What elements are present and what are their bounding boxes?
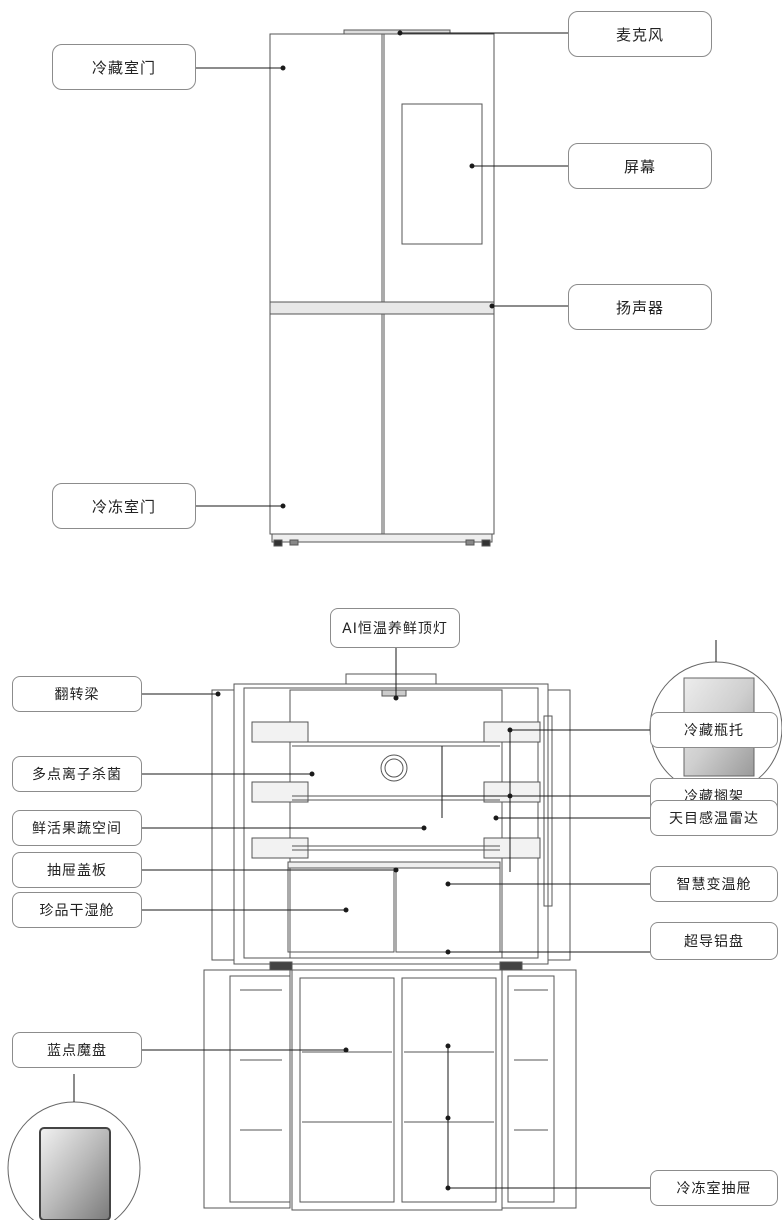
label-ion-sterilize: 多点离子杀菌 <box>12 756 142 792</box>
label-screen: 屏幕 <box>568 143 712 189</box>
blue-plate-zoom <box>7 1101 141 1220</box>
label-blue-plate: 蓝点魔盘 <box>12 1032 142 1068</box>
label-freezer-drawer: 冷冻室抽屉 <box>650 1170 778 1206</box>
label-microphone: 麦克风 <box>568 11 712 57</box>
label-al-plate: 超导铝盘 <box>650 922 778 960</box>
label-flip-beam: 翻转梁 <box>12 676 142 712</box>
label-fridge-door: 冷藏室门 <box>52 44 196 90</box>
label-freezer-door: 冷冻室门 <box>52 483 196 529</box>
label-bottle-holder: 冷藏瓶托 <box>650 712 778 748</box>
label-drawer-cover: 抽屉盖板 <box>12 852 142 888</box>
label-fresh-space: 鲜活果蔬空间 <box>12 810 142 846</box>
fridge-open-view <box>203 673 577 1211</box>
label-speaker: 扬声器 <box>568 284 712 330</box>
label-dry-wet-chamber: 珍品干湿舱 <box>12 892 142 928</box>
label-radar: 天目感温雷达 <box>650 800 778 836</box>
fridge-front-view <box>269 29 495 547</box>
label-ai-lamp: AI恒温养鲜顶灯 <box>330 608 460 648</box>
screen-panel <box>401 103 483 245</box>
leader-lines <box>73 30 717 1191</box>
label-smart-chamber: 智慧变温舱 <box>650 866 778 902</box>
